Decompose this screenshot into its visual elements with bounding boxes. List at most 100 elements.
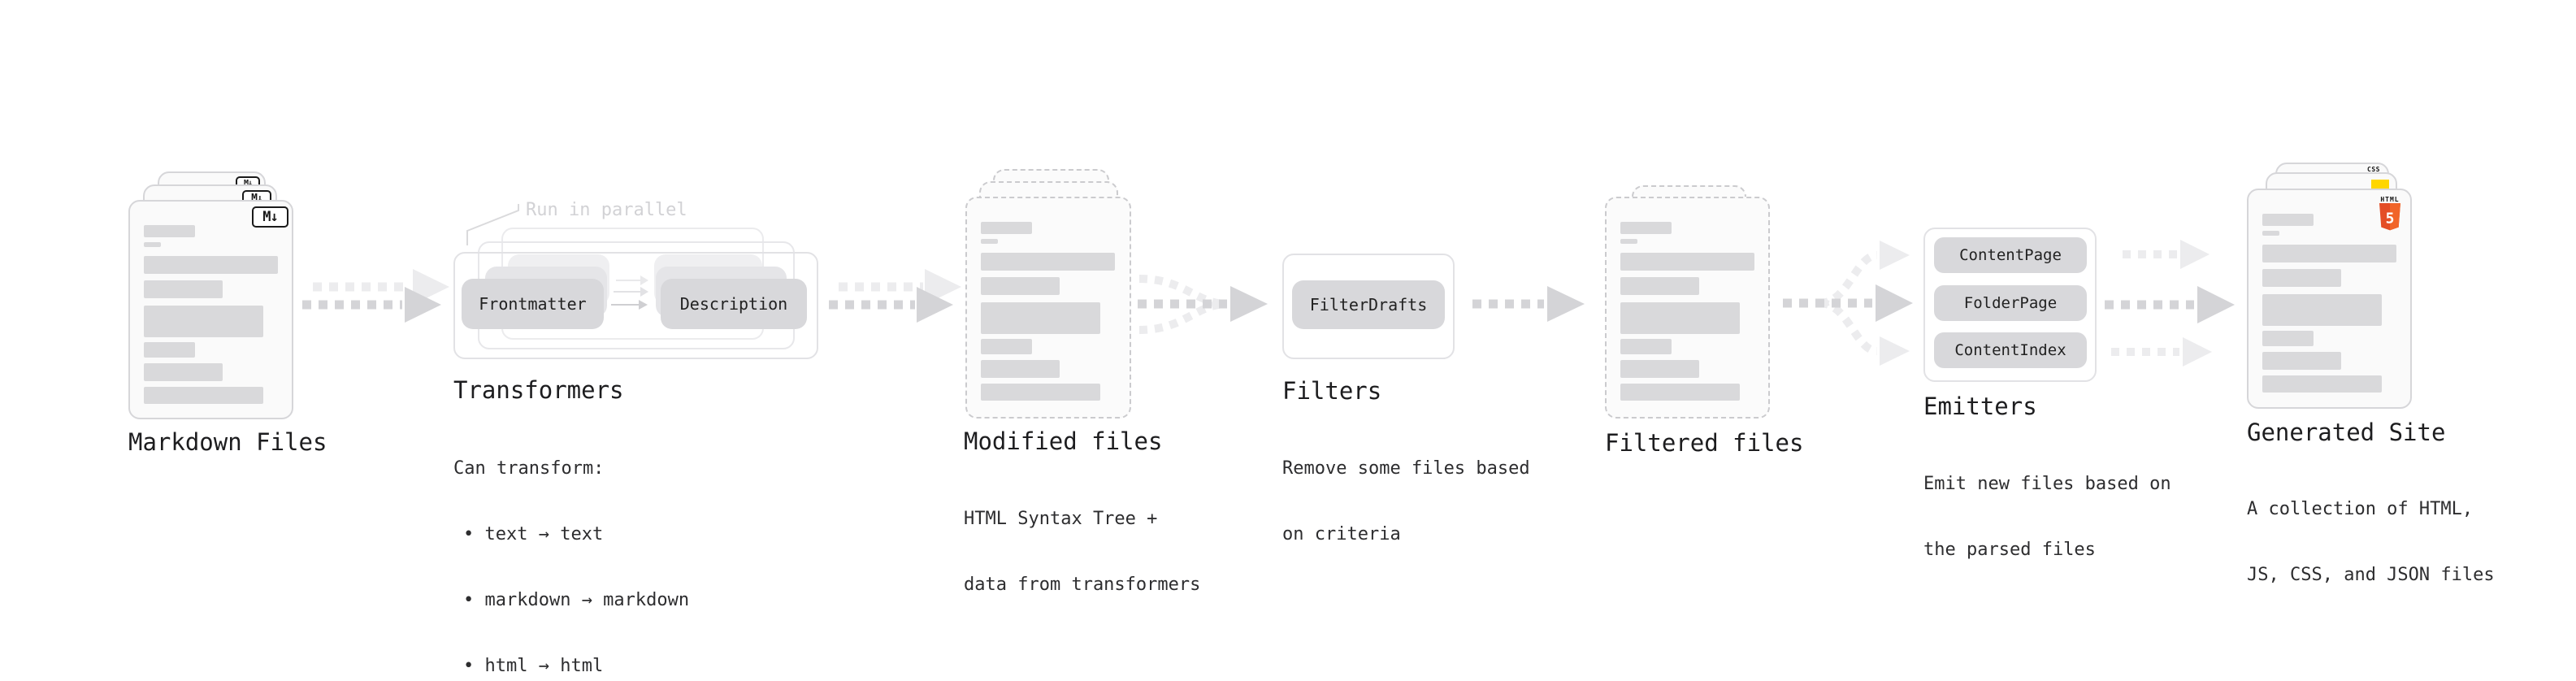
description-line: Emit new files based on	[1923, 474, 2171, 494]
description-ghost-mid	[656, 267, 787, 317]
frontmatter-ghost-back	[508, 254, 609, 305]
description-ghost-back	[654, 254, 762, 305]
markdown-file-card-mid: M↓	[143, 184, 277, 241]
emitters-container	[1923, 228, 2097, 382]
stage-label: Generated Site	[2247, 419, 2446, 446]
doc-skeleton-bar	[1620, 253, 1754, 271]
transformers-container-back	[501, 228, 764, 340]
doc-skeleton-bar	[981, 384, 1100, 401]
html5-shield-icon: 5	[2379, 203, 2400, 231]
markdown-icon: M↓	[252, 206, 288, 228]
markdown-file-card-front: M↓	[128, 200, 293, 419]
modified-file-card-back	[993, 169, 1109, 218]
description-line: data from transformers	[964, 575, 1201, 595]
arrow-emitters-to-generated	[2105, 240, 2235, 367]
doc-skeleton-bar	[1620, 239, 1637, 244]
filtered-file-card-front	[1605, 197, 1770, 419]
frontmatter-ghost-mid	[485, 267, 607, 317]
doc-skeleton-bar	[144, 306, 263, 337]
html5-icon-label: HTML	[2380, 196, 2400, 203]
html5-number: 5	[2386, 210, 2395, 228]
doc-skeleton-bar	[2262, 231, 2279, 236]
description-line: • html → html	[463, 656, 604, 676]
arrow-filters-to-filtered	[1472, 286, 1585, 322]
doc-skeleton-bar	[1620, 277, 1699, 295]
doc-skeleton-bar	[1620, 339, 1672, 354]
stage-description: Emit new files based on the parsed files	[1923, 429, 2171, 605]
doc-skeleton-bar	[144, 387, 263, 404]
emitter-box-contentindex: ContentIndex	[1934, 332, 2087, 368]
stage-description: Can transform: • text → text • markdown …	[453, 414, 689, 681]
run-in-parallel-note: Run in parallel	[526, 200, 687, 220]
filterdrafts-box: FilterDrafts	[1292, 280, 1445, 329]
description-line: on criteria	[1282, 524, 1401, 544]
css-badge-underline	[2366, 174, 2382, 177]
modified-file-card-mid	[979, 181, 1118, 230]
stage-label: Filters	[1282, 377, 1382, 405]
stage-label: Filtered files	[1605, 429, 1804, 457]
doc-skeleton-bar	[2262, 375, 2382, 393]
doc-skeleton-bar	[144, 342, 195, 358]
stage-label: Modified files	[964, 427, 1163, 455]
doc-skeleton-bar	[144, 363, 223, 381]
markdown-file-card-back: M↓	[158, 171, 266, 228]
doc-skeleton-bar	[1620, 222, 1672, 234]
doc-skeleton-bar	[144, 280, 223, 298]
run-in-parallel-callout-line	[466, 204, 519, 245]
generated-file-card-js	[2266, 172, 2397, 221]
markdown-icon: M↓	[236, 176, 260, 189]
arrow-filtered-to-emitters-branch	[1783, 241, 1913, 366]
arrow-transformers-to-modified	[829, 269, 961, 323]
description-box: Description	[661, 279, 807, 329]
emitter-box-contentpage: ContentPage	[1934, 237, 2087, 273]
description-line: Remove some files based	[1282, 458, 1530, 479]
doc-skeleton-bar	[2262, 331, 2314, 346]
doc-skeleton-bar	[1620, 384, 1740, 401]
description-line: • text → text	[463, 524, 604, 544]
transform-arrow-icon	[611, 275, 648, 310]
doc-skeleton-bar	[2262, 294, 2382, 326]
doc-skeleton-bar	[981, 222, 1032, 234]
description-line: the parsed files	[1923, 540, 2096, 560]
doc-skeleton-bar	[144, 242, 161, 247]
frontmatter-box: Frontmatter	[462, 279, 604, 329]
generated-file-card-css: CSS	[2275, 163, 2389, 211]
html5-icon: HTML 5	[2379, 196, 2400, 234]
filtered-file-card-back	[1632, 185, 1746, 234]
doc-skeleton-bar	[981, 339, 1032, 354]
css-badge-label: CSS	[2367, 166, 2380, 173]
description-line: JS, CSS, and JSON files	[2247, 565, 2495, 585]
generated-file-card-html: HTML 5	[2247, 189, 2412, 409]
transformers-container-front	[453, 252, 818, 359]
stage-label: Markdown Files	[128, 428, 327, 456]
transformers-container-mid	[478, 241, 795, 349]
description-line: Can transform:	[453, 458, 605, 479]
doc-skeleton-bar	[981, 360, 1060, 378]
stage-description: HTML Syntax Tree + data from transformer…	[964, 464, 1200, 640]
emitter-box-folderpage: FolderPage	[1934, 285, 2087, 321]
doc-skeleton-bar	[981, 239, 998, 244]
description-line: • markdown → markdown	[463, 590, 690, 610]
css-badge-icon: CSS	[2366, 167, 2382, 177]
filters-container	[1282, 254, 1455, 359]
doc-skeleton-bar	[2262, 214, 2314, 226]
modified-file-card-front	[965, 197, 1131, 419]
doc-skeleton-bar	[981, 302, 1100, 334]
doc-skeleton-bar	[2262, 245, 2396, 262]
doc-skeleton-bar	[2262, 352, 2341, 370]
arrow-markdown-to-transformers	[302, 269, 449, 323]
description-line: HTML Syntax Tree +	[964, 509, 1158, 529]
js-badge-icon	[2371, 180, 2389, 189]
doc-skeleton-bar	[1620, 302, 1740, 334]
doc-skeleton-bar	[1620, 360, 1699, 378]
doc-skeleton-bar	[981, 277, 1060, 295]
stage-label: Transformers	[453, 376, 624, 404]
doc-skeleton-bar	[144, 256, 278, 274]
arrow-modified-to-filters-merge	[1138, 275, 1268, 334]
